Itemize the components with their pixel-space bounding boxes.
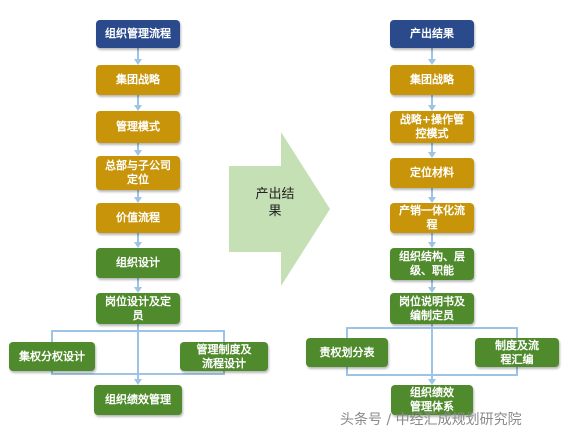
left-step-6: 岗位设计及定 员: [96, 293, 180, 324]
watermark-text: 头条号 / 中经汇成规划研究院: [340, 412, 522, 428]
right-step-2: 战略+操作管 控模式: [390, 111, 474, 143]
left-step-4: 价值流程: [96, 203, 180, 233]
right-step-1: 集团战略: [390, 65, 474, 95]
left-step-1: 集团战略: [96, 65, 180, 95]
left-step-3: 总部与子公司 定位: [96, 156, 180, 190]
left-title-node: 组织管理流程: [96, 20, 180, 48]
left-step-2: 管理模式: [96, 111, 180, 143]
right-branch-left: 责权划分表: [306, 338, 388, 367]
right-connectors: [346, 48, 518, 382]
right-step-5: 组织结构、层 级、职能: [390, 248, 474, 280]
right-final-node: 组织绩效 管理体系: [391, 385, 473, 415]
left-step-5: 组织设计: [96, 248, 180, 278]
left-branch-left: 集权分权设计: [9, 342, 95, 371]
right-arrowheads: [428, 59, 436, 385]
right-step-3: 定位材料: [390, 158, 474, 188]
right-title-node: 产出结果: [390, 20, 474, 48]
big-output-arrow: [229, 132, 330, 286]
center-arrow-label: 产出结 果: [255, 187, 295, 219]
right-step-4: 产销一体化流 程: [390, 203, 474, 233]
right-step-6: 岗位说明书及 编制定员: [390, 293, 474, 324]
right-branch-right: 制度及流 程汇编: [475, 338, 559, 367]
left-final-node: 组织绩效管理: [94, 385, 182, 415]
left-branch-right: 管理制度及 流程设计: [180, 342, 268, 371]
left-arrowheads: [134, 59, 142, 385]
